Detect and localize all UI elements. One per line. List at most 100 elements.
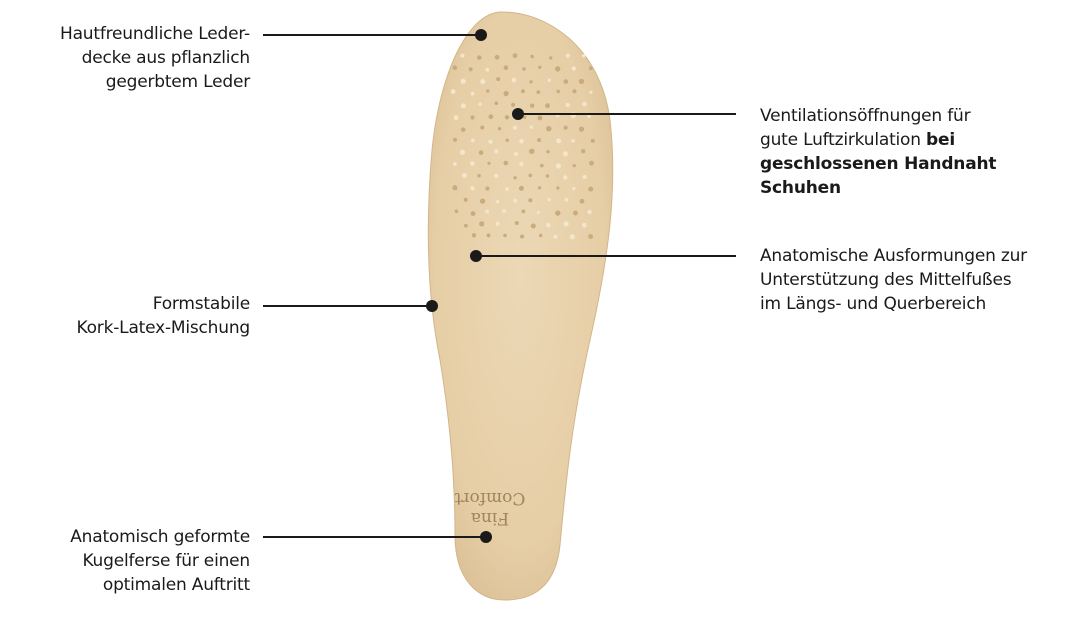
- ventilation-hole: [588, 234, 593, 239]
- insole-shape: [428, 12, 613, 600]
- ventilation-hole: [572, 89, 576, 93]
- ventilation-hole: [540, 164, 544, 168]
- ventilation-hole: [511, 103, 515, 107]
- ventilation-hole: [563, 175, 567, 179]
- ventilation-hole: [582, 223, 587, 228]
- ventilation-hole: [548, 79, 551, 82]
- ventilation-hole: [587, 210, 591, 214]
- ventilation-hole: [555, 66, 560, 71]
- ventilation-hole: [480, 199, 485, 204]
- ventilation-hole: [488, 140, 492, 144]
- ventilation-hole: [454, 115, 459, 120]
- ventilation-hole: [513, 199, 517, 203]
- ventilation-hole: [571, 139, 575, 143]
- ventilation-hole: [495, 101, 499, 105]
- ventilation-hole: [546, 174, 549, 177]
- label-line: decke aus pflanzlich: [0, 46, 250, 70]
- ventilation-hole: [477, 174, 480, 177]
- ventilation-hole: [485, 68, 489, 72]
- ventilation-hole: [504, 65, 509, 70]
- ventilation-hole: [549, 56, 552, 59]
- ventilation-hole: [513, 53, 518, 58]
- ventilation-hole: [451, 89, 456, 94]
- ventilation-hole: [545, 103, 550, 108]
- ventilation-hole: [464, 198, 468, 202]
- ventilation-hole: [487, 233, 491, 237]
- ventilation-hole: [471, 211, 476, 216]
- ventilation-hole: [486, 89, 489, 92]
- label-text-regular: gute Luftzirkulation: [760, 130, 926, 150]
- ventilation-hole: [530, 125, 533, 128]
- ventilation-hole: [479, 150, 484, 155]
- ventilation-hole: [582, 54, 586, 58]
- ventilation-hole: [453, 162, 457, 166]
- ventilation-hole: [556, 186, 559, 189]
- ventilation-hole: [461, 127, 466, 132]
- ventilation-hole: [570, 234, 575, 239]
- ventilation-hole: [515, 221, 519, 225]
- ventilation-hole: [556, 163, 561, 168]
- ventilation-hole: [588, 187, 593, 192]
- ventilation-hole: [496, 222, 500, 226]
- ventilation-hole: [470, 115, 474, 119]
- ventilation-hole: [498, 127, 501, 130]
- ventilation-hole: [487, 162, 490, 165]
- ventilation-hole: [495, 55, 500, 60]
- ventilation-hole: [546, 223, 551, 228]
- ventilation-hole: [530, 55, 534, 59]
- ventilation-hole: [573, 211, 578, 216]
- ventilation-hole: [461, 79, 466, 84]
- ventilation-hole: [553, 235, 557, 239]
- label-line: Anatomische Ausformungen zur: [760, 244, 1060, 268]
- ventilation-hole: [537, 138, 541, 142]
- ventilation-hole: [513, 126, 517, 130]
- ventilation-hole: [496, 200, 500, 204]
- label-cork-latex: Formstabile Kork-Latex-Mischung: [0, 292, 250, 340]
- ventilation-hole: [581, 149, 585, 153]
- label-line: Kork-Latex-Mischung: [0, 316, 250, 340]
- ventilation-hole: [520, 235, 524, 239]
- ventilation-hole: [522, 67, 526, 71]
- ventilation-hole: [530, 80, 533, 83]
- label-line: Formstabile: [0, 292, 250, 316]
- ventilation-hole: [529, 149, 534, 154]
- ventilation-hole: [555, 210, 560, 215]
- ventilation-hole: [522, 210, 526, 214]
- ventilation-hole: [471, 92, 475, 96]
- ventilation-hole: [485, 186, 489, 190]
- ventilation-hole: [469, 67, 473, 71]
- ventilation-hole: [546, 126, 551, 131]
- label-line: Ventilationsöffnungen für: [760, 104, 1060, 128]
- ventilation-hole: [505, 115, 509, 119]
- ventilation-hole: [479, 221, 484, 226]
- ventilation-hole: [471, 139, 475, 143]
- ventilation-hole: [504, 161, 509, 166]
- ventilation-hole: [536, 90, 540, 94]
- label-anatomic-support: Anatomische Ausformungen zur Unterstützu…: [760, 244, 1060, 316]
- brand-line-comfort: Comfort: [454, 488, 525, 508]
- ventilation-hole: [514, 152, 518, 156]
- ventilation-hole: [538, 66, 541, 69]
- ventilation-hole: [460, 54, 464, 58]
- ventilation-hole: [531, 224, 536, 229]
- ventilation-hole: [579, 127, 584, 132]
- ventilation-hole: [470, 161, 475, 166]
- label-line: Anatomisch geformte: [0, 525, 250, 549]
- ventilation-hole: [478, 102, 481, 105]
- leader-cork-latex: [263, 300, 438, 312]
- ventilation-hole: [573, 164, 576, 167]
- ventilation-hole: [519, 139, 524, 144]
- ventilation-hole: [556, 90, 560, 94]
- ventilation-hole: [528, 198, 532, 202]
- ventilation-hole: [461, 103, 466, 108]
- leader-leather: [263, 29, 487, 41]
- ventilation-hole: [556, 138, 561, 143]
- ventilation-hole: [538, 116, 543, 121]
- ventilation-hole: [529, 174, 533, 178]
- ventilation-hole: [548, 198, 551, 201]
- ventilation-hole: [453, 65, 458, 70]
- ventilation-hole: [566, 54, 570, 58]
- label-leather-cover: Hautfreundliche Leder- decke aus pflanzl…: [0, 22, 250, 94]
- label-line-bold: geschlossenen Handnaht: [760, 152, 1060, 176]
- ventilation-hole: [494, 149, 498, 153]
